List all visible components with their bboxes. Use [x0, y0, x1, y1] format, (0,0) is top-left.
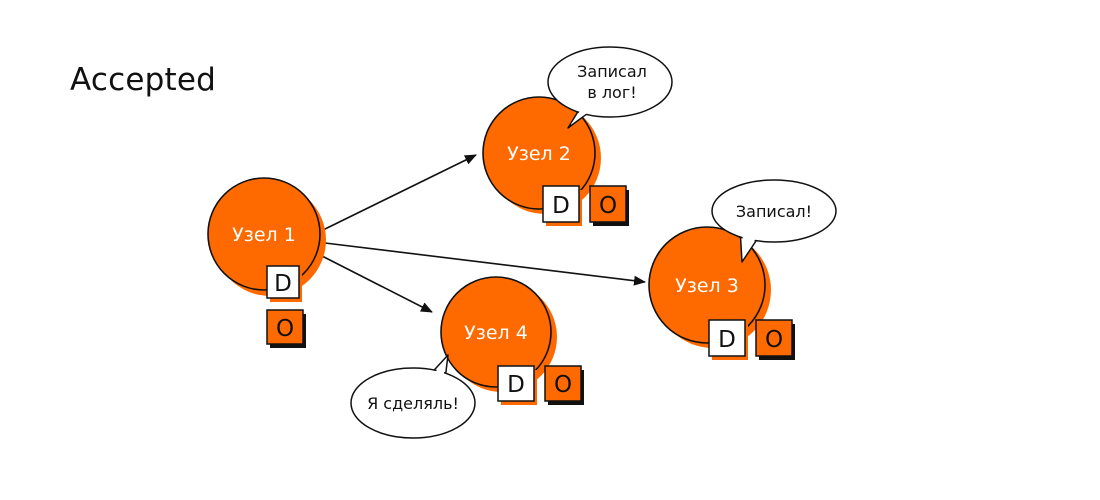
node-3-box-o: O — [755, 319, 795, 360]
speech-bubble-node-2-line-2: в лог! — [587, 83, 636, 102]
node-2-circle — [482, 96, 596, 210]
node-3: Узел 3 D O — [648, 226, 795, 360]
node-1-box-d-label: D — [274, 271, 292, 297]
node-1-box-o-label: O — [276, 316, 294, 342]
node-3-box-d-label: D — [718, 327, 736, 353]
node-4: Узел 4 D O — [440, 276, 584, 405]
speech-bubble-node-4-line-1: Я сделяль! — [367, 394, 459, 413]
edges — [321, 154, 646, 313]
edge-node-1-to-node-3 — [324, 242, 646, 286]
node-2-label: Узел 2 — [507, 143, 571, 165]
node-2-box-o: O — [589, 185, 629, 226]
node-1-box-d: D — [266, 265, 302, 302]
node-3-box-o-label: O — [765, 327, 783, 353]
node-3-box-d: D — [708, 319, 748, 360]
node-4-box-o: O — [544, 365, 584, 405]
node-3-label: Узел 3 — [675, 275, 739, 297]
speech-bubble-node-4: Я сделяль! — [350, 354, 476, 439]
node-2-box-d: D — [542, 185, 582, 226]
node-1: Узел 1 D O — [207, 177, 326, 348]
node-4-box-d: D — [497, 365, 537, 405]
node-4-label: Узел 4 — [464, 322, 528, 344]
node-1-circle — [207, 177, 321, 291]
edge-node-1-to-node-4 — [321, 255, 433, 313]
node-2-box-d-label: D — [552, 193, 570, 219]
node-1-label: Узел 1 — [232, 224, 296, 246]
node-4-box-o-label: O — [554, 372, 572, 398]
node-3-circle — [648, 226, 766, 344]
node-4-circle — [440, 276, 552, 388]
page-title: Accepted — [70, 62, 217, 98]
speech-bubble-node-3: Записал! — [711, 179, 837, 263]
node-2: Узел 2 D O — [482, 96, 629, 226]
speech-bubble-node-2: Записал в лог! — [547, 46, 673, 129]
node-4-box-d-label: D — [507, 372, 525, 398]
node-1-box-o: O — [266, 309, 306, 348]
speech-bubble-node-3-line-1: Записал! — [736, 202, 812, 221]
edge-node-1-to-node-2 — [322, 154, 477, 231]
speech-bubble-node-2-line-1: Записал — [577, 62, 647, 81]
node-2-box-o-label: O — [599, 193, 617, 219]
